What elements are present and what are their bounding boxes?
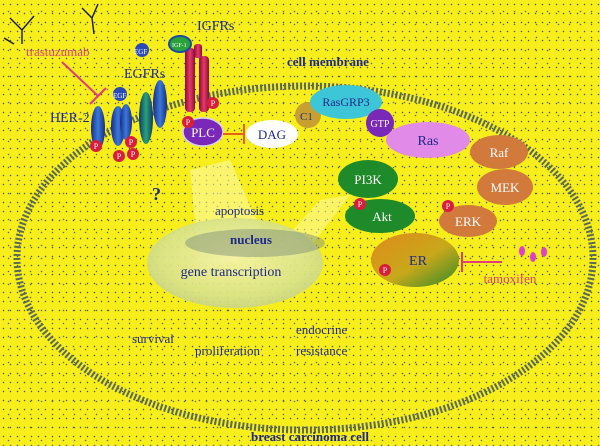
dag-label: DAG: [258, 127, 286, 142]
er-label: ER: [409, 254, 428, 269]
phospho-site: P: [354, 198, 366, 210]
egf-label-2: EGF: [113, 92, 126, 100]
pi3k-label: PI3K: [354, 172, 382, 187]
erk-label: ERK: [455, 214, 482, 229]
rasgrp3-node: [310, 85, 382, 119]
igfrs-label: IGFRs: [197, 19, 234, 34]
resistance-label: resistance: [296, 343, 347, 358]
gtp-node: [366, 109, 394, 137]
igfr-receptor-2: [199, 56, 209, 112]
question-mark: ?: [152, 184, 161, 204]
raf-node: [470, 135, 528, 169]
rasgrp3-label: RasGRP3: [322, 95, 369, 109]
tamoxifen-molecule-icon: [519, 246, 547, 262]
svg-text:P: P: [117, 152, 122, 161]
mek-node: [477, 169, 533, 205]
phospho-site: P: [442, 200, 454, 212]
ras-label: Ras: [418, 134, 439, 149]
egfr-receptor-1: [120, 104, 132, 140]
her2-label: HER-2: [50, 111, 90, 126]
svg-text:P: P: [131, 150, 136, 159]
cell-membrane: [13, 82, 597, 434]
raf-label: Raf: [490, 145, 509, 160]
trastuzumab-label: trastuzumab: [26, 44, 90, 59]
svg-text:P: P: [211, 99, 216, 108]
inhibit-tamoxifen-er: [461, 252, 502, 272]
er-node: [371, 233, 459, 287]
egf-ligand-2: [113, 87, 127, 101]
svg-text:P: P: [94, 142, 99, 151]
cell-label: breast carcinoma cell: [251, 429, 369, 444]
igf1-label: IGF-1: [172, 43, 187, 49]
c1-label: C1: [300, 111, 313, 123]
svg-text:P: P: [186, 118, 191, 127]
survival-label: survival: [132, 331, 174, 346]
her2-receptor: [91, 106, 105, 150]
erk-node: [439, 205, 497, 237]
svg-text:P: P: [358, 200, 363, 209]
egf-label-1: EGF: [134, 48, 147, 56]
svg-text:P: P: [383, 266, 388, 275]
proliferation-label: proliferation: [195, 343, 260, 358]
egf-ligand-1: [135, 43, 149, 57]
egfr-receptor-2: [139, 92, 153, 144]
igfr-receptor-3: [194, 44, 202, 58]
plc-label: PLC: [191, 125, 215, 140]
phospho-sites: P P P P P P P P P: [90, 97, 454, 276]
phospho-site: P: [207, 97, 219, 109]
phospho-site: P: [127, 148, 139, 160]
phospho-site: P: [182, 116, 194, 128]
dag-node: [246, 120, 298, 148]
inhibit-trastuzumab: [61, 61, 107, 105]
phospho-site: P: [113, 150, 125, 162]
igfr-receptor-1: [185, 48, 195, 112]
igf1-ligand: [168, 35, 192, 53]
gtp-label: GTP: [371, 119, 390, 130]
phospho-site: P: [90, 140, 102, 152]
egfrs-label: EGFRs: [124, 67, 165, 82]
pi3k-node: [338, 160, 398, 198]
cell-membrane-label: cell membrane: [287, 54, 369, 69]
ras-node: [386, 122, 470, 158]
phospho-site: P: [379, 264, 391, 276]
egfr-receptor-3: [153, 80, 167, 128]
nucleus-label: nucleus: [230, 232, 272, 247]
inhibit-plc-dag: [223, 124, 245, 144]
nucleus-shadow: [185, 229, 325, 257]
svg-text:P: P: [129, 138, 134, 147]
gene-transcription-label: gene transcription: [181, 265, 282, 280]
tamoxifen-label: tamoxifen: [484, 271, 537, 286]
endocrine-label: endocrine: [296, 322, 347, 337]
antibody-icon: [3, 3, 99, 45]
phospho-site: P: [125, 136, 137, 148]
apoptosis-label: apoptosis: [215, 203, 264, 218]
akt-label: Akt: [372, 209, 392, 224]
svg-text:P: P: [446, 202, 451, 211]
mek-label: MEK: [491, 180, 521, 195]
